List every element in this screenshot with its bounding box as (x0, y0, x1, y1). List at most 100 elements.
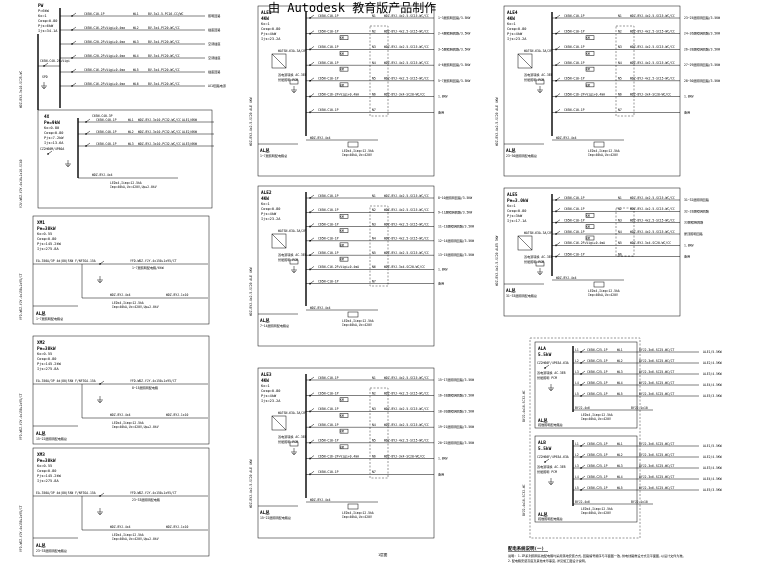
spd-note: Imp=40kA,Uc=420V,Up≤2.0kV (112, 425, 159, 429)
ats-box (271, 233, 287, 249)
feeder-breaker: C65N-C40-1P (96, 142, 117, 146)
header-line: Ijs=23.2A (261, 37, 281, 41)
panel-xm-frame (32, 335, 210, 445)
header-line: Pjs=145.2kW (37, 362, 62, 366)
breaker-node (580, 373, 582, 375)
contactor-box (339, 256, 349, 262)
feeder-breaker: C65N-C10-1P (564, 77, 585, 81)
emergency-outer-frame (529, 337, 641, 539)
drawing-layer: PWP=6kWKx=1Cosφ=0.80Pjs=6kWIjs=34.1AWDZ-… (19, 3, 722, 563)
feeder-breaker: C65N-C10-1P (564, 45, 585, 49)
feeder-breaker: C65N-C25-1P (587, 348, 608, 352)
control-label: 智能照明 PCM (524, 77, 544, 82)
feeder-destination: 1~3层照明回路/3.5KW (438, 15, 470, 20)
panel-ale3: ALE34KWKx=1Cosφ=0.80Pjs=4kWIjs=23.2AWDZ-… (249, 367, 474, 539)
feeder-code: N4 (372, 237, 376, 241)
panel-xm-frame (32, 215, 210, 325)
feeder-breaker: C65N-C10-1P (318, 45, 339, 49)
feeder-destination: 13~15层照明回路/3.5KW (438, 252, 474, 257)
feeder-destination: 插座回路 (208, 69, 220, 74)
feeder-cable: WDZ-BYJ-4x2.5-SC15-WC/CC (384, 30, 429, 34)
feeder-destination: 备用 (684, 109, 690, 114)
feeder-code: WL2 (128, 130, 134, 134)
feeder-breaker: C65N-C10-1P (84, 12, 105, 16)
header-line: Kx=1 (38, 14, 47, 18)
feeder-destination: ALE3/6KW (182, 142, 197, 146)
feeder-destination: 备用 (438, 109, 444, 114)
breaker-node (555, 244, 557, 247)
feeder-cable: WDZ-BYJ-4x2.5-SC15-WC/CC (384, 376, 429, 380)
breaker-node (580, 478, 582, 480)
spd-cable: WDZ-BYJ-4x4 (92, 173, 113, 177)
panel-xm: XM1Pe=38kWKx=0.55Cosφ=0.80Pjs=145.2kWIjs… (19, 215, 210, 325)
feeder-phase: WL2 (617, 359, 623, 363)
feeder-breaker: C65N-C10-1P (318, 108, 339, 112)
feeder-breaker: C65N-C10-1P (318, 392, 339, 396)
box-subtitle: 疏散照明配电箱总 (538, 422, 563, 427)
contactor-label: KM (340, 258, 344, 262)
control-label: 智能照明 PCM (278, 77, 298, 82)
branch-cable: WDZ-BYJ-4x4 (110, 525, 131, 529)
feeder-code: WL4 (133, 54, 139, 58)
spd-note: LEDx4,Iimp=12.5kA (588, 289, 620, 293)
feeder-cable: BV-3x4-PC20-WC/CC (148, 26, 180, 30)
feeder-code: N6 (372, 265, 376, 269)
feeder-phase: WL3 (617, 370, 623, 374)
feeder-destination: ALE4/4.5KW (703, 383, 722, 387)
feeder-breaker: C65N-C10-1P (564, 218, 585, 222)
contactor-box (339, 397, 349, 402)
ale-frame (257, 185, 435, 347)
breaker-node (555, 111, 557, 114)
contactor-box (585, 213, 595, 218)
header-line: Kx=1 (261, 202, 270, 206)
contactor-label: KM (586, 237, 590, 241)
feeder-cable: BYJ2-3x6-SC25-WC/CT (639, 381, 675, 385)
contactor-label: KM (340, 398, 344, 402)
header-line: Pjs=4kW (261, 394, 277, 398)
contactor-box (585, 224, 595, 229)
control-label: 智能照明 PCM (278, 439, 298, 444)
box-subtitle: 1~7层照明配电箱总 (260, 153, 287, 158)
feeder-cable: BV-3x4-PC20-WC/CC (148, 40, 180, 44)
feeder-code: L3 (575, 370, 579, 374)
contactor-box (585, 82, 595, 88)
feeder-code: WL3 (133, 40, 139, 44)
spd-cable: WDZ-BYJ-4x4 (310, 136, 331, 140)
header-line: Pjs=4kW (261, 32, 277, 36)
breaker-node (309, 282, 311, 285)
contactor-label: KM (340, 83, 344, 87)
feeder-destination: 5~7层照明回路/3.5KW (438, 78, 470, 83)
main-breaker-label: WATSN-63A-3A/2P (278, 229, 306, 233)
breaker-node (555, 199, 557, 201)
breaker-node (555, 210, 557, 213)
box-subtitle: 15~22层照明配电箱总 (36, 436, 67, 441)
contactor-box (339, 444, 349, 450)
feeder-code: N3 (372, 45, 376, 49)
header-line: Kx=0.55 (37, 232, 52, 236)
panel-ale4: ALE44KWKx=1Cosφ=0.80Pjs=4kWIjs=23.2AWDZ-… (495, 5, 720, 177)
feeder-cable: YFD-WDZ-YJY-4x150+1x95/CT (130, 259, 177, 263)
breaker-node (555, 233, 557, 235)
feeder-breaker: C65N-C10-1P (564, 230, 585, 234)
feeder-cable: WDZ-BYJ-4x2.5-SC15-WC/CC (384, 77, 429, 81)
breaker-node (85, 133, 87, 135)
breaker-node (555, 79, 557, 82)
feeder-code: N7 (618, 108, 622, 112)
feeder-cable: BYJ2-3x6-SC25-WC/CT (639, 475, 675, 479)
spd-cable: WDZ-BYJ-4x4 (310, 498, 331, 502)
header-line: Cosφ=0.80 (261, 207, 280, 211)
feeder-cable: WDZ-BYJ-4x2.5-SC15-WC/CC (384, 407, 429, 411)
contactor-label: KM (586, 225, 590, 229)
feeder-phase: WL1 (617, 348, 623, 352)
header-line: 5.5kW (538, 352, 552, 358)
feeder-breaker: C65N-C16-2P+Vigi+0.4mA (318, 92, 359, 96)
feeder-breaker: C65N-C10-1P (564, 207, 585, 211)
spd-note: Imp=40kA,Uc=420V (581, 417, 611, 421)
header-line: Cosφ=0.80 (261, 389, 280, 393)
feeder-destination: ALE2/6KW (182, 130, 197, 134)
feeder-cable: WDZ-BYJ-4x2.5-SC15-WC/CC (630, 196, 675, 200)
feeder-breaker: C65N-C10-1P (318, 222, 339, 226)
main-breaker-label: EA-350A/3P 4d(80)FAN F/NF3SA-15A (36, 259, 96, 263)
contactor-label: KM (586, 83, 590, 87)
feeder-destination: ALE4/4.5KW (703, 477, 722, 481)
